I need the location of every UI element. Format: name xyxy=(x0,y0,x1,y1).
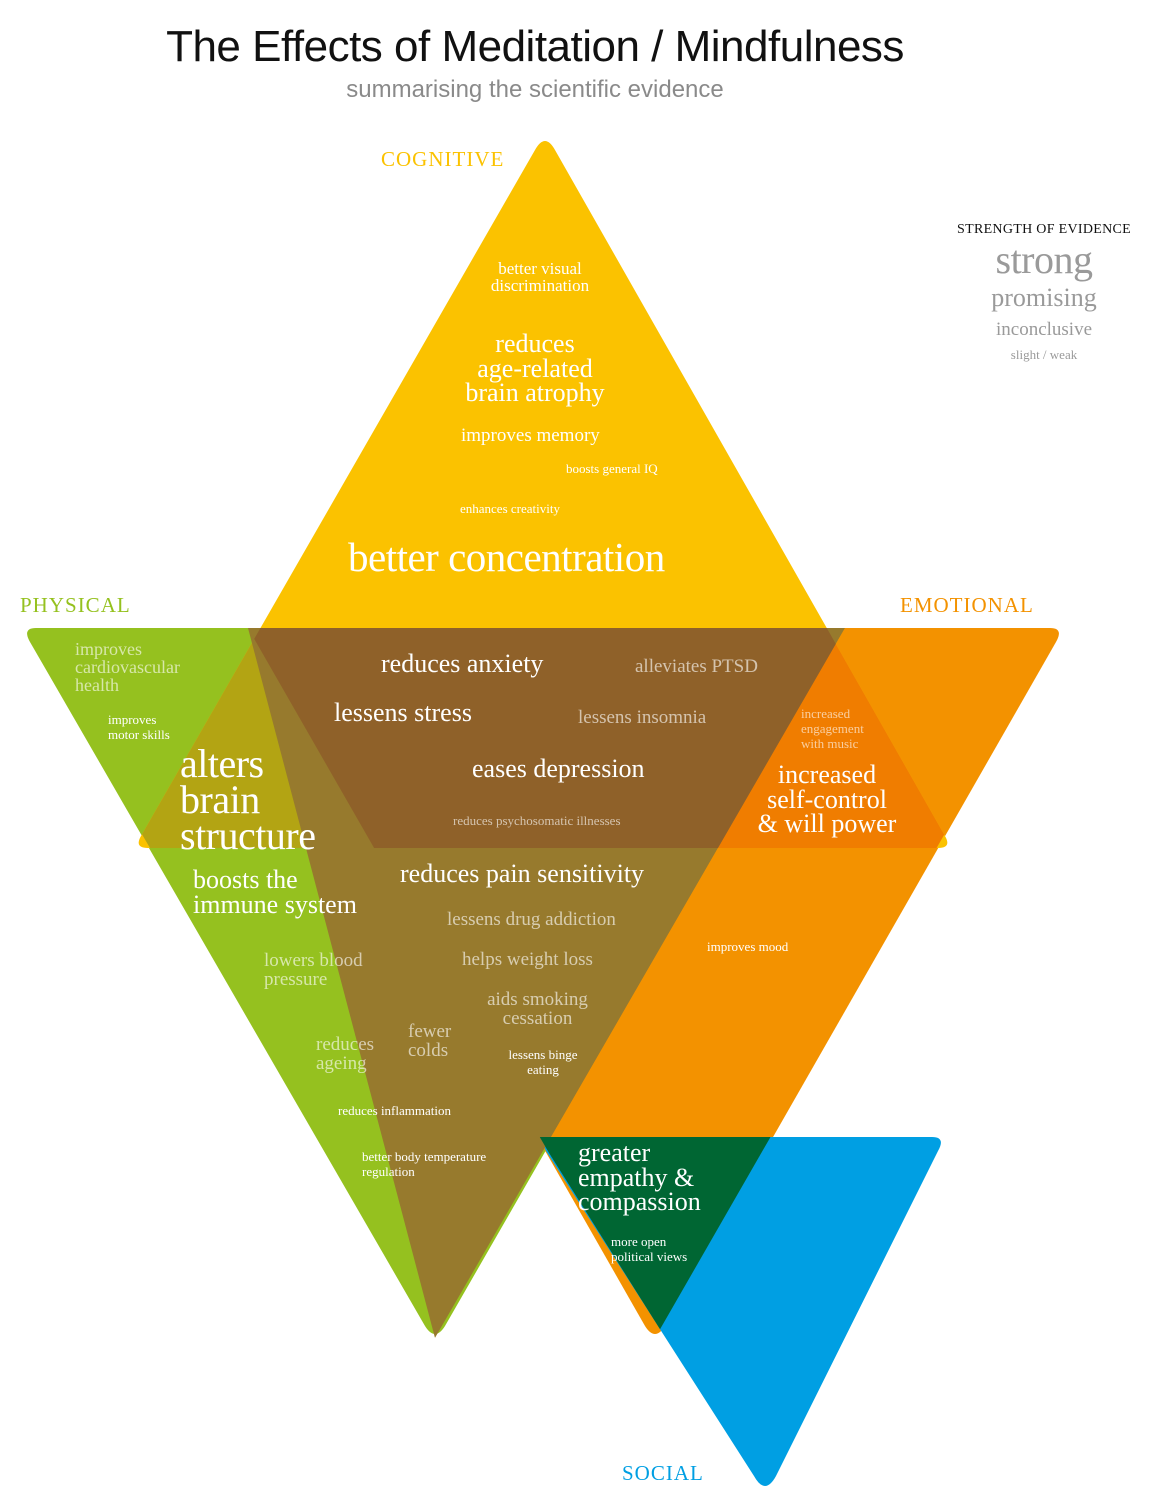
page-title: The Effects of Meditation / Mindfulness xyxy=(166,22,904,71)
effect-motor-skills-line: improves xyxy=(108,712,157,727)
category-physical: PHYSICAL xyxy=(20,593,131,617)
effect-binge-eating-line: eating xyxy=(527,1061,559,1077)
effect-empathy-compassion-line: compassion xyxy=(578,1187,701,1217)
effect-reduces-inflammation: reduces inflammation xyxy=(338,1103,451,1118)
effect-improves-mood: improves mood xyxy=(707,939,789,954)
effect-fewer-colds-line: fewer xyxy=(408,1021,452,1042)
effect-psychosomatic-illnesses: reduces psychosomatic illnesses xyxy=(453,813,621,828)
effect-engagement-with-music-line: increased xyxy=(801,706,851,721)
page-subtitle: summarising the scientific evidence xyxy=(346,76,724,103)
effect-reduces-ageing-line: ageing xyxy=(316,1053,367,1074)
effect-cardiovascular-health-line: cardiovascular xyxy=(75,657,180,677)
effect-reduces-pain-sensitivity: reduces pain sensitivity xyxy=(400,859,645,888)
effect-empathy-compassion-line: empathy & xyxy=(578,1162,695,1192)
effect-lowers-blood-pressure-line: pressure xyxy=(264,969,328,990)
effect-reduces-brain-atrophy-line: reduces xyxy=(495,329,575,358)
center-overlap xyxy=(248,628,845,848)
effect-immune-system-line: boosts the xyxy=(193,865,298,894)
effect-self-control-line: & will power xyxy=(757,809,897,839)
effect-visual-discrimination-line: discrimination xyxy=(490,276,590,295)
effect-fewer-colds-line: colds xyxy=(408,1040,449,1061)
legend-promising: promising xyxy=(991,283,1097,312)
effect-engagement-with-music-line: with music xyxy=(801,735,859,751)
category-emotional: EMOTIONAL xyxy=(900,593,1034,617)
effect-improves-memory: improves memory xyxy=(461,425,600,446)
effect-engagement-with-music-line: engagement xyxy=(801,720,864,736)
legend-strong: strong xyxy=(995,237,1094,282)
effect-alters-brain-structure-line: brain xyxy=(180,777,260,822)
legend-slight: slight / weak xyxy=(1010,347,1078,362)
effect-cardiovascular-health-line: health xyxy=(75,675,119,695)
effect-alters-brain-structure-line: structure xyxy=(180,813,316,858)
legend-heading: STRENGTH OF EVIDENCE xyxy=(957,222,1131,237)
effect-lessens-insomnia: lessens insomnia xyxy=(578,707,707,728)
effect-immune-system-line: immune system xyxy=(193,889,357,919)
effect-reduces-brain-atrophy-line: brain atrophy xyxy=(465,378,605,408)
effect-lessens-drug-addiction: lessens drug addiction xyxy=(447,909,616,930)
category-social: SOCIAL xyxy=(622,1461,704,1485)
effect-smoking-cessation-line: cessation xyxy=(502,1008,573,1029)
effect-better-concentration: better concentration xyxy=(348,534,665,580)
effect-body-temperature-line: better body temperature xyxy=(362,1149,487,1164)
effect-self-control-line: self-control xyxy=(767,784,887,814)
effect-self-control-line: increased xyxy=(777,760,877,789)
effect-eases-depression: eases depression xyxy=(472,754,645,783)
effect-lessens-stress: lessens stress xyxy=(334,698,472,727)
effect-helps-weight-loss: helps weight loss xyxy=(462,949,593,970)
effect-enhances-creativity: enhances creativity xyxy=(460,501,560,516)
effect-binge-eating-line: lessens binge xyxy=(508,1047,578,1062)
effect-political-views-line: political views xyxy=(611,1248,688,1264)
effect-alters-brain-structure-line: alters xyxy=(180,741,264,786)
effect-reduces-brain-atrophy-line: age-related xyxy=(477,353,593,383)
effect-reduces-ageing-line: reduces xyxy=(316,1034,375,1055)
effect-empathy-compassion-line: greater xyxy=(578,1138,651,1167)
effect-political-views-line: more open xyxy=(611,1234,667,1249)
effect-body-temperature-line: regulation xyxy=(362,1163,415,1179)
effect-cardiovascular-health-line: improves xyxy=(75,639,142,659)
legend-inconclusive: inconclusive xyxy=(995,319,1093,340)
effect-boosts-general-iq: boosts general IQ xyxy=(566,461,658,476)
effect-visual-discrimination-line: better visual xyxy=(498,259,582,278)
effect-alleviates-ptsd: alleviates PTSD xyxy=(635,656,758,677)
effect-motor-skills-line: motor skills xyxy=(108,726,170,742)
category-cognitive: COGNITIVE xyxy=(381,147,505,171)
effect-lowers-blood-pressure-line: lowers blood xyxy=(264,950,363,971)
effect-reduces-anxiety: reduces anxiety xyxy=(381,649,544,678)
effect-smoking-cessation-line: aids smoking xyxy=(487,989,588,1010)
